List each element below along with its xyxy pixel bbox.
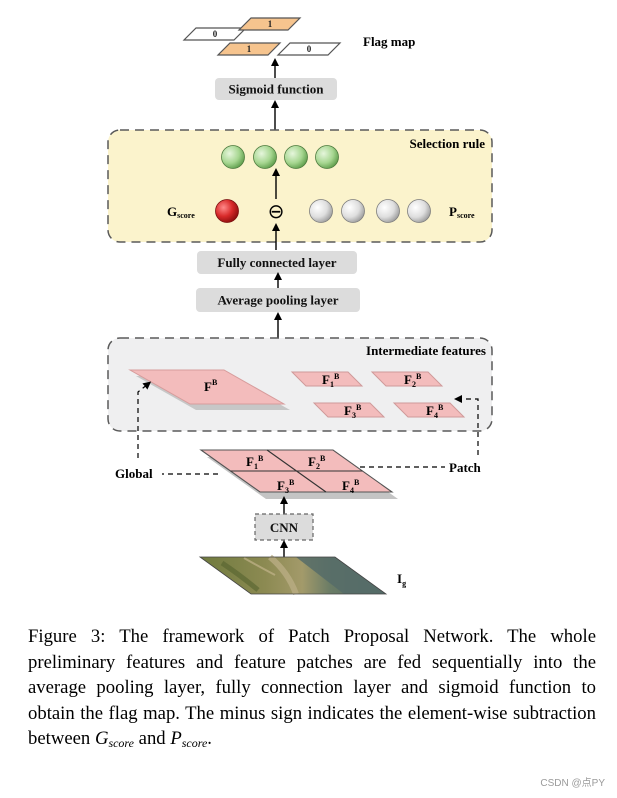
result-node <box>253 145 277 169</box>
sigmoid-label: Sigmoid function <box>229 82 325 97</box>
patch-f3 <box>312 402 386 418</box>
split-f3-label: F3B <box>277 478 295 495</box>
p-score-label: Pscore <box>449 204 475 220</box>
flag-cell <box>237 17 302 31</box>
global-label: Global <box>115 466 153 481</box>
flag-cell-value: 1 <box>247 44 252 54</box>
split-f4-label: F4B <box>342 478 360 495</box>
patch-f2 <box>370 371 444 387</box>
flag-cell-value: 0 <box>213 29 218 39</box>
p-score-node <box>309 199 333 223</box>
global-feature-label: FB <box>204 378 218 394</box>
flag-cell <box>182 27 248 41</box>
caption-text: Figure 3: The framework of Patch Proposa… <box>28 626 596 749</box>
input-label: Ig <box>397 571 406 588</box>
patch-f1-label: F1B <box>322 372 340 389</box>
p-score-node <box>407 199 431 223</box>
patch-up-connector <box>454 395 479 455</box>
selection-rule-title: Selection rule <box>410 136 486 151</box>
watermark: CSDN @点PY <box>540 778 605 789</box>
g-score-label: Gscore <box>167 204 195 220</box>
caption-p-score: Pscore <box>170 728 208 750</box>
result-node <box>315 145 339 169</box>
patch-f1 <box>290 371 364 387</box>
figure-caption: Figure 3: The framework of Patch Proposa… <box>28 624 596 752</box>
patch-f4-label: F4B <box>426 403 444 420</box>
patch-f3-label: F3B <box>344 403 362 420</box>
flag-cell <box>216 42 282 56</box>
g-score-node <box>215 199 239 223</box>
patch-f2-label: F2B <box>404 372 422 389</box>
flag-cell <box>276 42 342 56</box>
global-up-connector <box>137 381 152 458</box>
framework-diagram: 0 1 1 0 Flag map Sigmoid function Select… <box>107 17 493 596</box>
fc-layer-box <box>197 251 357 274</box>
pool-layer-box <box>196 288 360 312</box>
cnn-label: CNN <box>270 520 299 535</box>
intermediate-patches: F1B F2B F3B F4B <box>290 371 466 420</box>
global-feature <box>128 369 286 405</box>
result-nodes <box>221 145 339 169</box>
p-score-node <box>341 199 365 223</box>
flag-map-title: Flag map <box>363 34 415 49</box>
fc-layer-label: Fully connected layer <box>217 255 336 270</box>
flag-cell-value: 0 <box>307 44 312 54</box>
patch-f4 <box>392 402 466 418</box>
p-score-nodes <box>309 199 431 223</box>
caption-end: . <box>207 728 212 749</box>
intermediate-title: Intermediate features <box>366 343 486 358</box>
result-node <box>221 145 245 169</box>
input-aerial-image <box>198 554 388 596</box>
minus-operator: ⊖ <box>268 199 285 223</box>
caption-g-score: Gscore <box>94 728 134 750</box>
p-score-node <box>376 199 400 223</box>
flag-map: 0 1 1 0 <box>182 17 342 56</box>
result-node <box>284 145 308 169</box>
split-f1-label: F1B <box>246 454 264 471</box>
flag-cell-value: 1 <box>268 19 273 29</box>
pool-layer-label: Average pooling layer <box>217 293 338 308</box>
cnn-box <box>254 513 314 541</box>
split-f2-label: F2B <box>308 454 326 471</box>
sigmoid-box <box>215 78 337 100</box>
caption-and: and <box>138 728 166 749</box>
patch-label: Patch <box>449 460 482 475</box>
